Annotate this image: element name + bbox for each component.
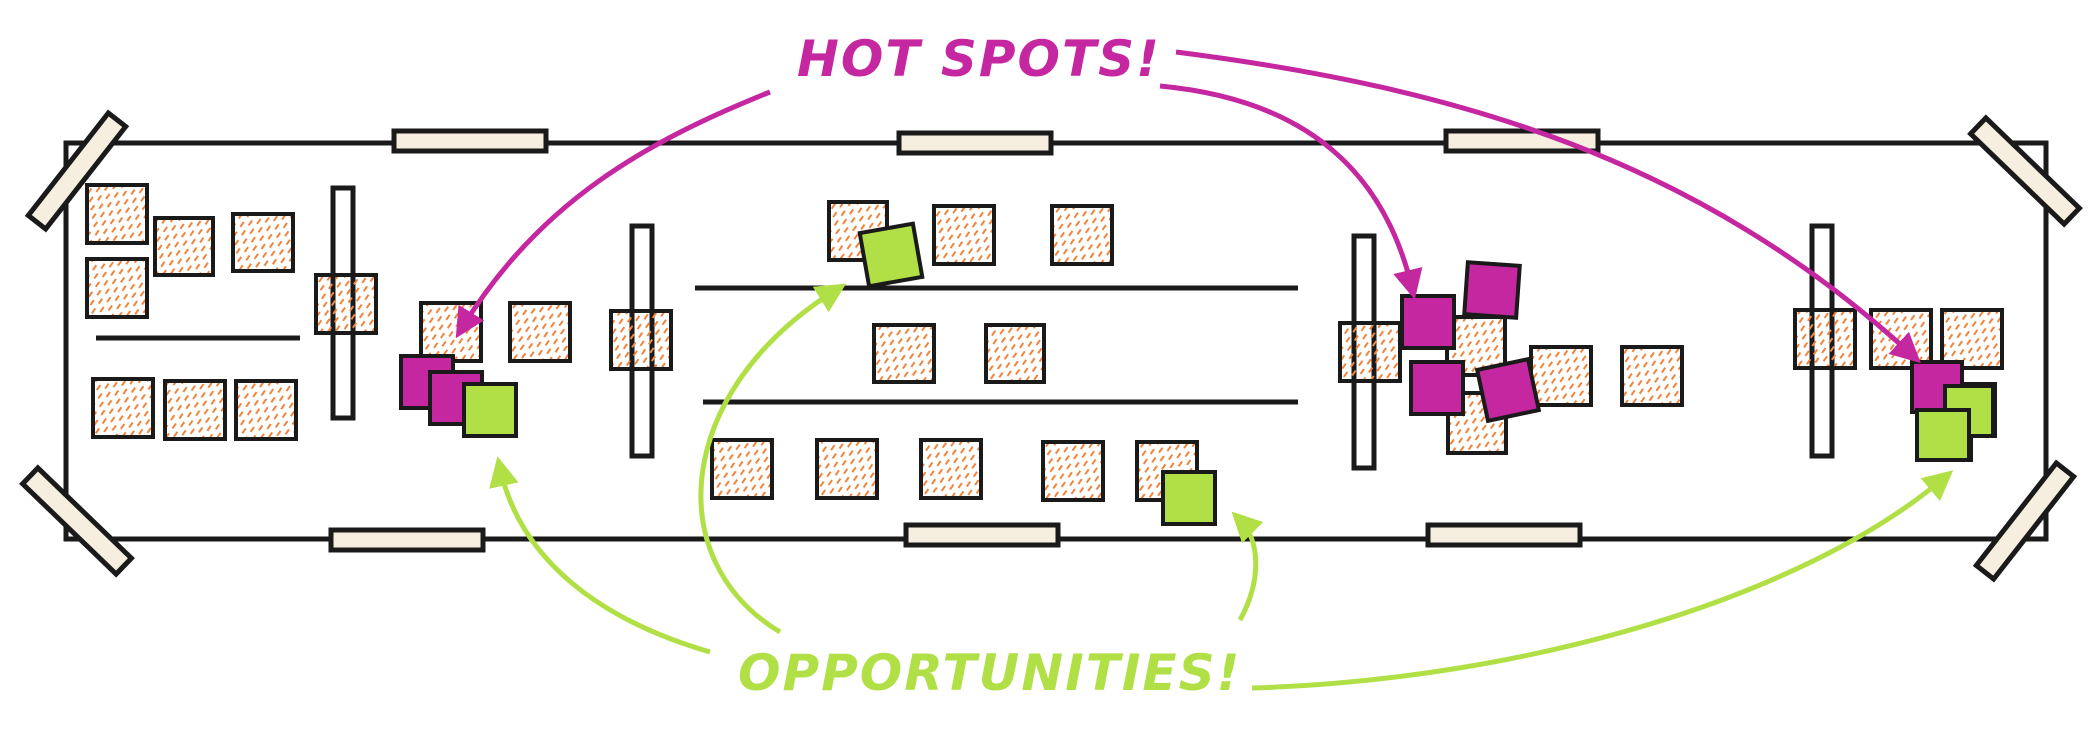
seat <box>1338 321 1402 383</box>
hot-spot-marker <box>1474 356 1542 424</box>
hot-spot-arrows <box>455 49 1921 364</box>
seat <box>85 257 149 319</box>
hot-arrow-middle <box>1159 83 1423 300</box>
window-top-2 <box>896 130 1054 156</box>
hot-spot-marker <box>1400 294 1456 350</box>
seats <box>85 183 2004 502</box>
window-bottom-3 <box>1425 522 1583 548</box>
opp-arrow-3 <box>1231 511 1264 622</box>
seat <box>85 183 149 245</box>
opp-arrow-4 <box>1251 470 1954 691</box>
seat <box>984 323 1046 384</box>
seat <box>1620 345 1684 407</box>
seat <box>1869 308 1933 370</box>
opp-arrow-2 <box>698 283 847 635</box>
seat <box>234 379 298 441</box>
seat <box>872 323 936 384</box>
bumper-bottom-right <box>1972 459 2078 583</box>
seat <box>710 438 774 500</box>
opportunity-arrows <box>489 283 1954 691</box>
opportunity-marker <box>857 221 925 289</box>
bumper-top-right <box>1967 114 2083 228</box>
corner-bumpers <box>19 109 2083 583</box>
seat <box>1793 308 1857 370</box>
seat <box>314 273 378 335</box>
opportunity-marker <box>1161 470 1217 526</box>
bumper-top-left <box>24 109 130 233</box>
seat <box>508 301 572 363</box>
bumper-bottom-left <box>19 464 135 578</box>
opp-arrow-1 <box>489 456 711 655</box>
seat <box>153 216 215 277</box>
seat <box>231 212 295 273</box>
seat <box>163 379 227 441</box>
hot-spot-marker <box>1409 360 1465 416</box>
side-windows <box>328 128 1601 553</box>
seat <box>1050 204 1114 266</box>
seat <box>1041 440 1105 502</box>
window-bottom-1 <box>328 527 486 553</box>
opportunity-markers <box>462 221 1997 526</box>
hot-spots-label: HOT SPOTS! <box>797 30 1161 88</box>
opportunities-label: OPPORTUNITIES! <box>738 644 1241 702</box>
window-top-1 <box>391 128 549 154</box>
window-top-3 <box>1443 128 1601 154</box>
opportunity-markers-top <box>462 382 1995 462</box>
seat <box>1529 345 1593 407</box>
opportunity-marker <box>1915 408 1971 462</box>
aisle-rails <box>96 285 1298 405</box>
seat <box>815 438 879 500</box>
hot-spot-marker <box>1462 260 1522 320</box>
seat <box>919 438 983 500</box>
window-bottom-2 <box>903 522 1061 548</box>
seat <box>1940 308 2004 370</box>
hot-arrow-left <box>455 89 771 339</box>
seat <box>91 377 155 439</box>
seat <box>932 204 996 266</box>
hot-arrow-right <box>1175 49 1921 364</box>
seat <box>609 309 673 371</box>
opportunity-marker <box>462 382 518 438</box>
